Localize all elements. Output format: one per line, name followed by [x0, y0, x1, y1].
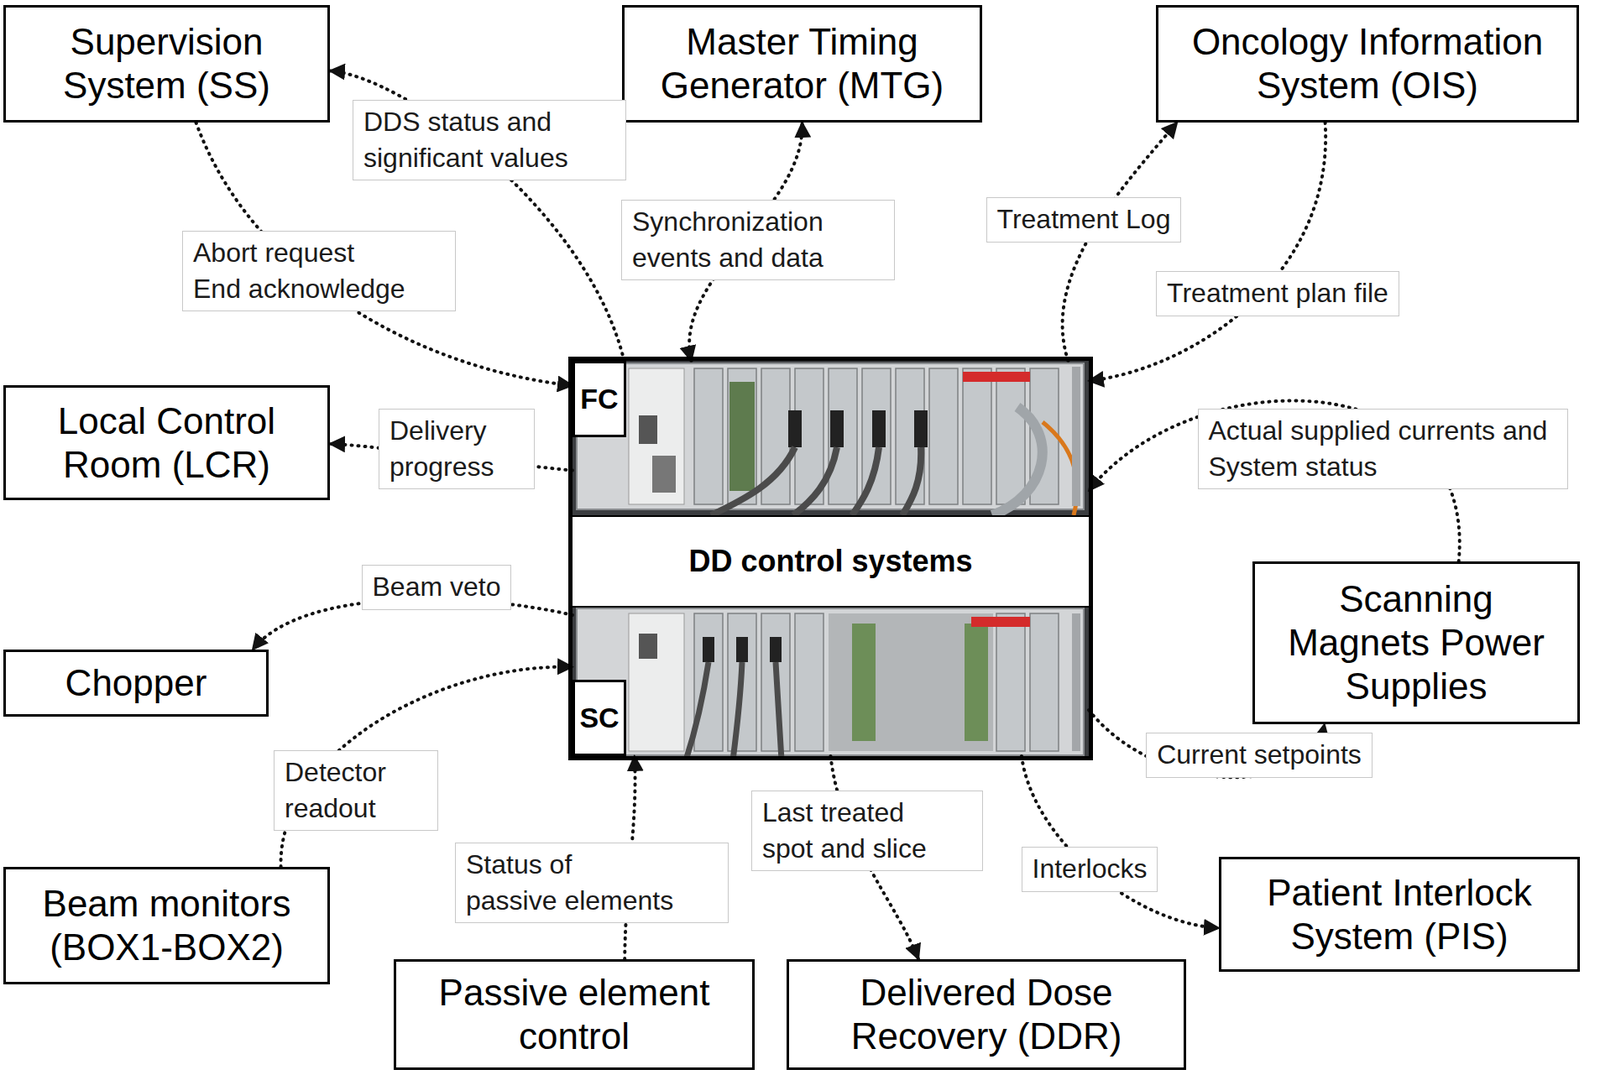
signal-label: Synchronization events and data — [621, 199, 895, 281]
io-modules — [694, 368, 1059, 505]
crate-chassis — [576, 608, 1084, 756]
system-box: Delivered Dose Recovery (DDR) — [786, 959, 1187, 1071]
label-holder: Abort request End acknowledge — [182, 230, 456, 312]
signal-label: Last treated spot and slice — [751, 790, 984, 872]
system-box: Local Control Room (LCR) — [3, 385, 330, 501]
controller-module — [628, 368, 685, 505]
signal-label: Abort request End acknowledge — [182, 230, 456, 312]
label-holder: Status of passive elements — [454, 842, 729, 924]
box-label: Patient Interlock System (PIS) — [1234, 871, 1564, 959]
label-holder: Last treated spot and slice — [751, 790, 984, 872]
cables — [711, 447, 921, 516]
grey-cable — [992, 407, 1043, 516]
box-label: Master Timing Generator (MTG) — [637, 20, 967, 108]
signal-label: Delivery progress — [378, 408, 535, 490]
signal-connector — [1088, 122, 1326, 382]
control-system-box: DD control systems FC SC — [568, 356, 1093, 761]
connectors — [788, 410, 928, 448]
red-sticker — [971, 616, 1031, 628]
label-holder: Beam veto — [361, 564, 513, 610]
label-holder: Synchronization events and data — [621, 199, 895, 281]
system-box: Master Timing Generator (MTG) — [622, 5, 983, 123]
signal-label: Treatment plan file — [1155, 271, 1400, 316]
controller-module — [628, 613, 685, 752]
label-holder: Actual supplied currents and System stat… — [1197, 408, 1569, 490]
label-holder: Current setpoints — [1145, 732, 1373, 778]
box-label: Beam monitors (BOX1-BOX2) — [19, 882, 314, 970]
system-box: Supervision System (SS) — [3, 5, 330, 123]
red-sticker — [962, 371, 1031, 382]
signal-label: Beam veto — [361, 564, 513, 610]
circuit-board — [852, 623, 876, 742]
box-label: Chopper — [65, 661, 208, 706]
system-box: Chopper — [3, 649, 269, 717]
system-box: Beam monitors (BOX1-BOX2) — [3, 867, 330, 985]
crate-backing — [568, 356, 1093, 516]
label-holder: Treatment plan file — [1155, 271, 1400, 316]
box-label: Oncology Information System (OIS) — [1171, 20, 1564, 108]
crate-chassis — [576, 363, 1084, 510]
signal-label: Treatment Log — [986, 197, 1182, 242]
cables — [685, 662, 782, 761]
box-label: Scanning Magnets Power Supplies — [1268, 577, 1564, 709]
signal-label: Interlocks — [1021, 847, 1159, 892]
circuit-board — [729, 381, 755, 492]
orange-cable — [1042, 422, 1078, 516]
box-label: Supervision System (SS) — [19, 20, 314, 108]
signal-label: Current setpoints — [1145, 732, 1373, 778]
signal-label: Actual supplied currents and System stat… — [1197, 408, 1569, 490]
system-title: DD control systems — [572, 515, 1089, 608]
circuit-board — [964, 623, 989, 742]
port — [638, 633, 658, 659]
connectors — [702, 637, 782, 663]
crate-tag: FC — [572, 360, 627, 438]
label-holder: Delivery progress — [378, 408, 535, 490]
system-box: Scanning Magnets Power Supplies — [1252, 561, 1580, 725]
box-label: Passive element control — [409, 971, 739, 1059]
crate-backing — [568, 603, 1093, 761]
signal-label: Detector readout — [273, 750, 439, 832]
crate-region: FC — [572, 360, 1089, 516]
empty-bay — [828, 613, 994, 752]
crate-handle — [1071, 613, 1081, 752]
label-holder: DDS status and significant values — [352, 99, 627, 181]
port — [638, 415, 658, 445]
label-holder: Treatment Log — [986, 197, 1182, 242]
box-label: Delivered Dose Recovery (DDR) — [802, 971, 1171, 1059]
signal-connector — [1021, 756, 1219, 929]
system-box: Passive element control — [393, 959, 755, 1071]
label-holder: Interlocks — [1021, 847, 1159, 892]
crate-region: SC — [572, 607, 1089, 757]
port — [652, 455, 676, 493]
label-holder: Detector readout — [273, 750, 439, 832]
signal-label: DDS status and significant values — [352, 99, 627, 181]
box-label: Local Control Room (LCR) — [19, 399, 314, 487]
system-box: Patient Interlock System (PIS) — [1218, 857, 1580, 973]
io-modules — [694, 613, 1059, 752]
signal-label: Status of passive elements — [454, 842, 729, 924]
system-box: Oncology Information System (OIS) — [1155, 5, 1580, 123]
crate-tag: SC — [572, 679, 627, 757]
crate-handle — [1071, 366, 1081, 507]
